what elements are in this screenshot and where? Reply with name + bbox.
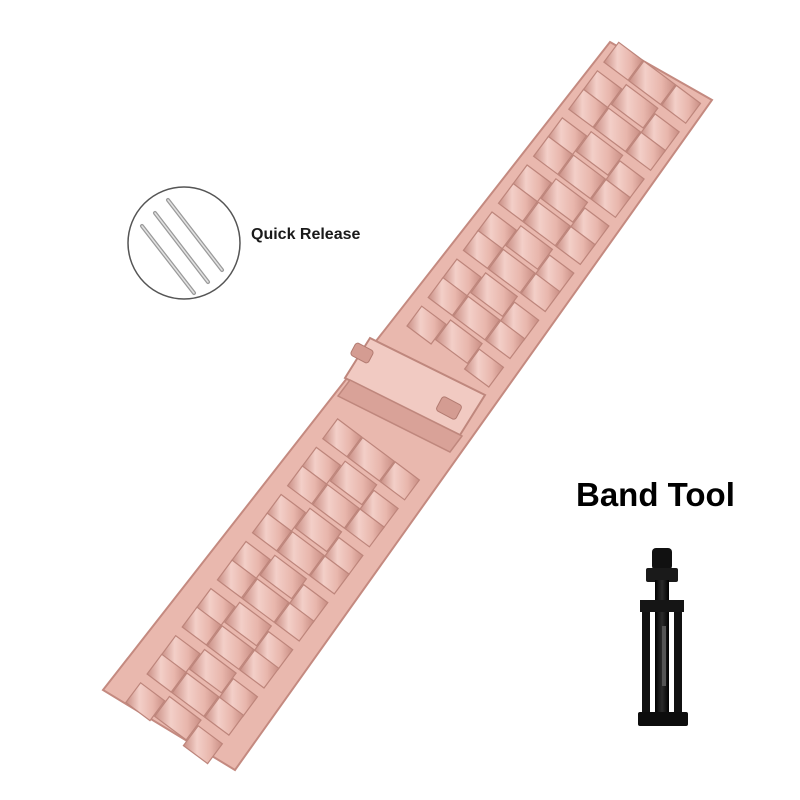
band-clasp — [336, 336, 487, 453]
band-link — [188, 648, 237, 694]
band-link — [487, 248, 536, 294]
band-link — [625, 131, 667, 172]
band-links — [124, 41, 702, 765]
band-link — [567, 88, 609, 129]
band-link — [520, 272, 561, 313]
band-link — [603, 41, 644, 82]
band-link — [171, 672, 220, 718]
band-link — [203, 696, 245, 736]
band-link — [463, 348, 505, 388]
band-link — [251, 512, 293, 552]
band-link — [216, 559, 258, 599]
band-link — [153, 695, 202, 741]
band-link — [309, 555, 350, 595]
link-removal-tool-icon — [638, 548, 688, 726]
band-link — [406, 305, 447, 345]
band-link — [347, 436, 396, 482]
band-link — [286, 465, 328, 505]
band-link — [590, 178, 632, 219]
band-link — [181, 606, 222, 646]
band-link — [311, 483, 360, 529]
band-link — [452, 295, 501, 341]
band-link — [532, 135, 574, 176]
band-link — [329, 460, 378, 506]
band-link — [259, 554, 308, 600]
band-link — [522, 201, 571, 247]
band-link — [540, 177, 589, 223]
spring-bar-pins-icon — [140, 198, 224, 295]
band-link — [628, 60, 677, 106]
band-link — [462, 229, 504, 270]
band-link — [224, 601, 273, 647]
band-link — [241, 578, 290, 624]
band-link — [206, 625, 255, 671]
band-link — [485, 319, 526, 360]
band-link — [276, 530, 325, 577]
band-link — [239, 649, 280, 689]
band-link — [294, 507, 343, 553]
quick-release-badge — [127, 186, 241, 300]
band-link — [497, 182, 539, 223]
band-link — [182, 724, 224, 765]
band-link — [321, 418, 363, 458]
band-link — [427, 276, 468, 317]
quick-release-label: Quick Release — [251, 226, 361, 243]
band-link — [557, 154, 606, 200]
band-link — [146, 653, 187, 693]
watch-band — [101, 40, 714, 772]
band-link — [379, 461, 421, 501]
band-link — [575, 130, 624, 176]
band-link — [660, 84, 702, 125]
band-link — [593, 107, 642, 153]
band-link — [505, 224, 554, 271]
band-link — [124, 681, 166, 722]
band-link — [344, 508, 386, 548]
band-link — [555, 225, 596, 266]
band-link — [470, 272, 519, 318]
band-link — [610, 83, 659, 129]
band-link — [274, 602, 315, 642]
band-tool-label: Band Tool — [576, 476, 735, 513]
band-link — [434, 319, 483, 365]
